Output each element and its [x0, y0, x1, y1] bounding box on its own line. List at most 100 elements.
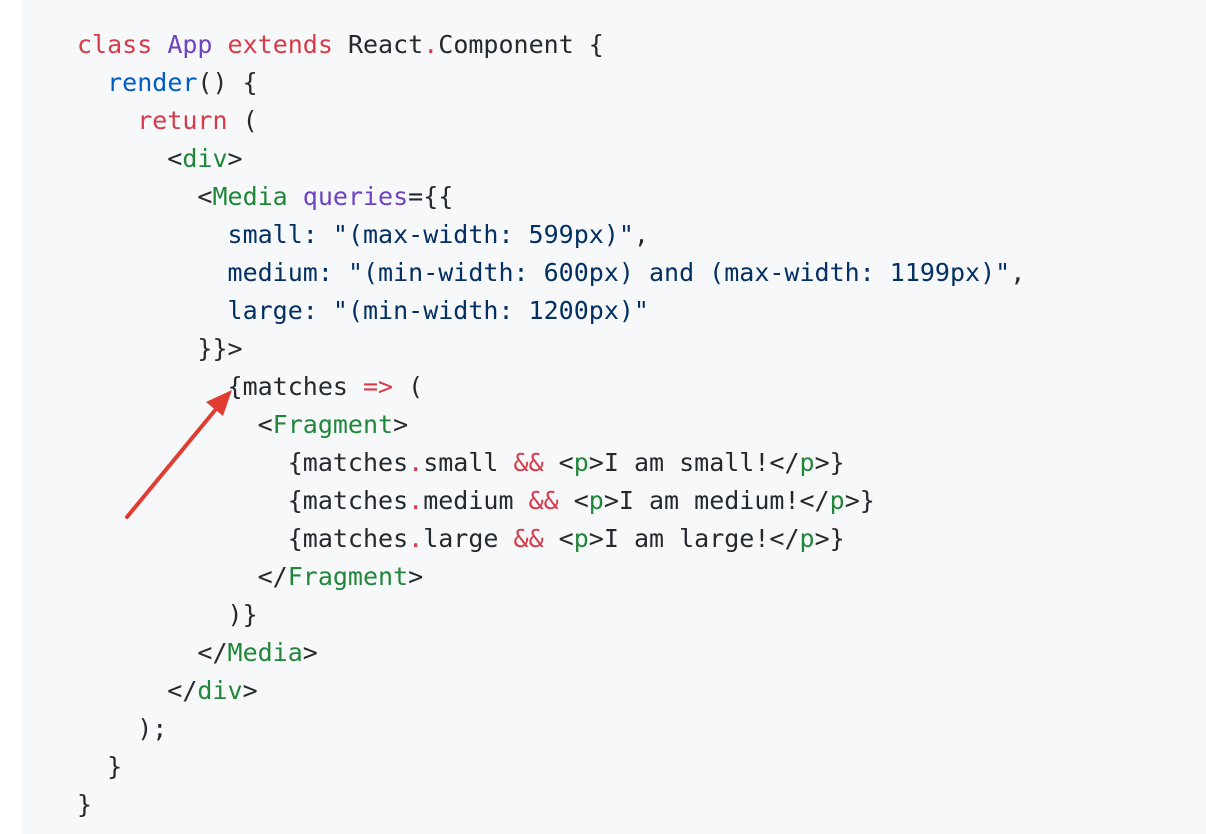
- code-token: return: [137, 106, 228, 135]
- code-token: :: [302, 296, 333, 325]
- code-line: {matches.medium && <p>I am medium!</p>}: [77, 482, 1025, 520]
- code-token: </: [77, 562, 288, 591]
- code-line: return (: [77, 102, 1025, 140]
- code-token: [77, 258, 228, 287]
- code-line: {matches => (: [77, 368, 1025, 406]
- code-line: <Fragment>: [77, 406, 1025, 444]
- code-line: }: [77, 786, 1025, 824]
- code-line: }: [77, 748, 1025, 786]
- code-token: p: [799, 524, 815, 553]
- code-line: )}: [77, 596, 1025, 634]
- code-token: >}: [814, 524, 845, 553]
- code-line: <Media queries={{: [77, 178, 1025, 216]
- code-token: [77, 106, 137, 135]
- code-token: <: [77, 144, 183, 173]
- code-token: (: [227, 106, 258, 135]
- code-token: Media: [212, 182, 288, 211]
- code-token: (: [393, 372, 424, 401]
- code-line: class App extends React.Component {: [77, 26, 1025, 64]
- code-token: medium: [423, 486, 529, 515]
- code-token: >I am small!</: [588, 448, 800, 477]
- code-token: &&: [513, 524, 544, 553]
- code-token: &&: [528, 486, 559, 515]
- code-token: >}: [844, 486, 875, 515]
- code-token: [288, 182, 303, 211]
- code-token: div: [197, 676, 243, 705]
- code-token: .: [423, 30, 439, 59]
- code-token: >: [302, 638, 318, 667]
- code-token: :: [317, 258, 348, 287]
- code-token: render: [107, 68, 198, 97]
- code-token: &&: [513, 448, 544, 477]
- code-token: Fragment: [272, 410, 394, 439]
- code-token: p: [588, 486, 604, 515]
- code-token: .: [408, 486, 424, 515]
- code-token: queries: [302, 182, 409, 211]
- code-token: ={{: [408, 182, 454, 211]
- code-token: </: [77, 638, 228, 667]
- code-token: Component {: [438, 30, 604, 59]
- code-token: )}: [77, 600, 258, 629]
- code-token: ,: [633, 220, 649, 249]
- code-line: small: "(max-width: 599px)",: [77, 216, 1025, 254]
- code-token: [152, 30, 167, 59]
- code-token: .: [408, 448, 424, 477]
- code-token: "(min-width: 600px) and (max-width: 1199…: [347, 258, 1011, 287]
- code-line: </Media>: [77, 634, 1025, 672]
- code-token: </: [77, 676, 198, 705]
- code-token: small: [423, 448, 514, 477]
- code-token: React: [332, 30, 424, 59]
- code-token: small: [227, 220, 303, 249]
- code-token: >: [393, 410, 409, 439]
- code-token: App: [167, 30, 213, 59]
- code-token: ,: [1010, 258, 1026, 287]
- code-token: {matches: [77, 486, 409, 515]
- code-token: <: [77, 182, 213, 211]
- code-token: Media: [227, 638, 303, 667]
- code-token: }}>: [77, 334, 243, 363]
- code-token: "(min-width: 1200px)": [332, 296, 649, 325]
- code-token: large: [423, 524, 514, 553]
- code-token: [77, 68, 107, 97]
- code-token: >}: [814, 448, 845, 477]
- code-line: medium: "(min-width: 600px) and (max-wid…: [77, 254, 1026, 292]
- code-token: {matches: [77, 448, 409, 477]
- code-token: [77, 220, 228, 249]
- code-token: >: [227, 144, 243, 173]
- code-block: class App extends React.Component { rend…: [77, 26, 1025, 824]
- code-token: p: [573, 524, 589, 553]
- code-token: =>: [362, 372, 394, 401]
- code-snippet-panel: class App extends React.Component { rend…: [22, 0, 1206, 834]
- code-token: );: [77, 714, 168, 743]
- code-token: .: [408, 524, 424, 553]
- code-token: {matches: [77, 372, 363, 401]
- code-line: render() {: [77, 64, 1025, 102]
- code-line: large: "(min-width: 1200px)": [77, 292, 1025, 330]
- code-token: >: [408, 562, 424, 591]
- code-line: {matches.large && <p>I am large!</p>}: [77, 520, 1025, 558]
- code-token: large: [227, 296, 303, 325]
- code-token: [77, 296, 228, 325]
- code-line: }}>: [77, 330, 1025, 368]
- code-token: class: [77, 30, 153, 59]
- code-token: >: [242, 676, 258, 705]
- code-token: Fragment: [287, 562, 409, 591]
- code-line: );: [77, 710, 1025, 748]
- code-line: </Fragment>: [77, 558, 1025, 596]
- code-token: {matches: [77, 524, 409, 553]
- code-token: >I am large!</: [588, 524, 800, 553]
- code-token: <: [558, 486, 589, 515]
- code-token: >I am medium!</: [603, 486, 830, 515]
- code-line: {matches.small && <p>I am small!</p>}: [77, 444, 1025, 482]
- code-token: :: [302, 220, 333, 249]
- code-token: "(max-width: 599px)": [332, 220, 634, 249]
- code-line: </div>: [77, 672, 1025, 710]
- code-token: <: [543, 448, 574, 477]
- code-token: [212, 30, 227, 59]
- code-line: <div>: [77, 140, 1025, 178]
- code-token: extends: [227, 30, 333, 59]
- code-token: medium: [227, 258, 318, 287]
- code-token: () {: [197, 68, 258, 97]
- code-token: p: [799, 448, 815, 477]
- code-token: <: [543, 524, 574, 553]
